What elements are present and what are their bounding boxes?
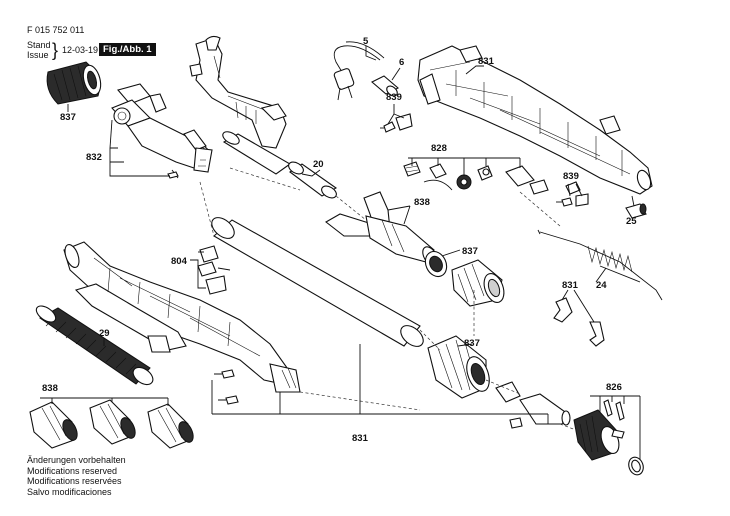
screws-839-top	[380, 113, 413, 133]
label-837-low: 837	[464, 338, 480, 349]
note-de: Änderungen vorbehalten	[27, 455, 126, 465]
label-832: 832	[86, 152, 102, 163]
stand-label: Stand	[27, 40, 51, 50]
modification-notes: Änderungen vorbehalten Modifications res…	[27, 455, 126, 497]
note-fr: Modifications reservées	[27, 476, 122, 486]
issue-date: 12-03-19	[62, 45, 99, 55]
housing-831-top	[417, 45, 653, 195]
label-804: 804	[171, 256, 188, 267]
cap-25	[625, 203, 647, 219]
label-25: 25	[626, 216, 637, 227]
nozzles-838-low	[29, 399, 194, 449]
power-cable-5	[333, 41, 385, 101]
label-6: 6	[399, 57, 404, 68]
handle-top-part	[189, 35, 287, 149]
figure-label: Fig./Abb. 1	[99, 43, 156, 56]
lower-right-parts	[495, 381, 571, 429]
note-es: Salvo modificaciones	[27, 486, 112, 497]
label-838-mid: 838	[414, 197, 430, 208]
knob-837-top	[46, 61, 102, 105]
air-tube	[211, 217, 424, 347]
header-brace: }	[52, 40, 59, 60]
handle-assembly-832	[111, 83, 213, 179]
assembly-lines	[199, 167, 577, 431]
label-29: 29	[99, 328, 110, 339]
nozzle-838-mid	[325, 191, 438, 266]
label-837-mid: 837	[462, 246, 478, 257]
hose-29	[35, 305, 154, 386]
label-838-low: 838	[42, 383, 58, 394]
note-en: Modifications reserved	[27, 465, 118, 476]
label-831-bottom: 831	[352, 433, 369, 444]
label-826: 826	[606, 382, 622, 393]
label-839-top: 839	[386, 92, 402, 103]
doc-number: F 015 752 011	[27, 25, 85, 35]
sleeve-20	[222, 131, 338, 199]
knob-837-low	[427, 335, 490, 399]
label-837-top: 837	[60, 112, 76, 123]
label-20: 20	[313, 159, 324, 170]
housing-831-lower	[63, 241, 301, 393]
issue-label: Issue	[27, 50, 49, 60]
label-5: 5	[363, 36, 369, 47]
label-828: 828	[431, 143, 447, 154]
knob-837-mid	[424, 250, 505, 307]
label-831-top: 831	[478, 56, 495, 67]
electronics-828	[403, 161, 549, 195]
heating-core-826	[573, 399, 644, 476]
screws-839-right	[556, 181, 589, 207]
part-number-labels: 837 832 5 6 831 839 20 828 839 25 838 80…	[42, 36, 637, 444]
label-24: 24	[596, 280, 607, 291]
tube-6	[371, 75, 399, 97]
leader-lines	[40, 46, 641, 460]
label-839-right: 839	[563, 171, 579, 182]
screws-lower	[214, 369, 239, 405]
label-831-right: 831	[562, 280, 579, 291]
heating-element-24	[537, 229, 663, 301]
part-804	[197, 245, 231, 295]
clips-831-right	[553, 297, 605, 347]
